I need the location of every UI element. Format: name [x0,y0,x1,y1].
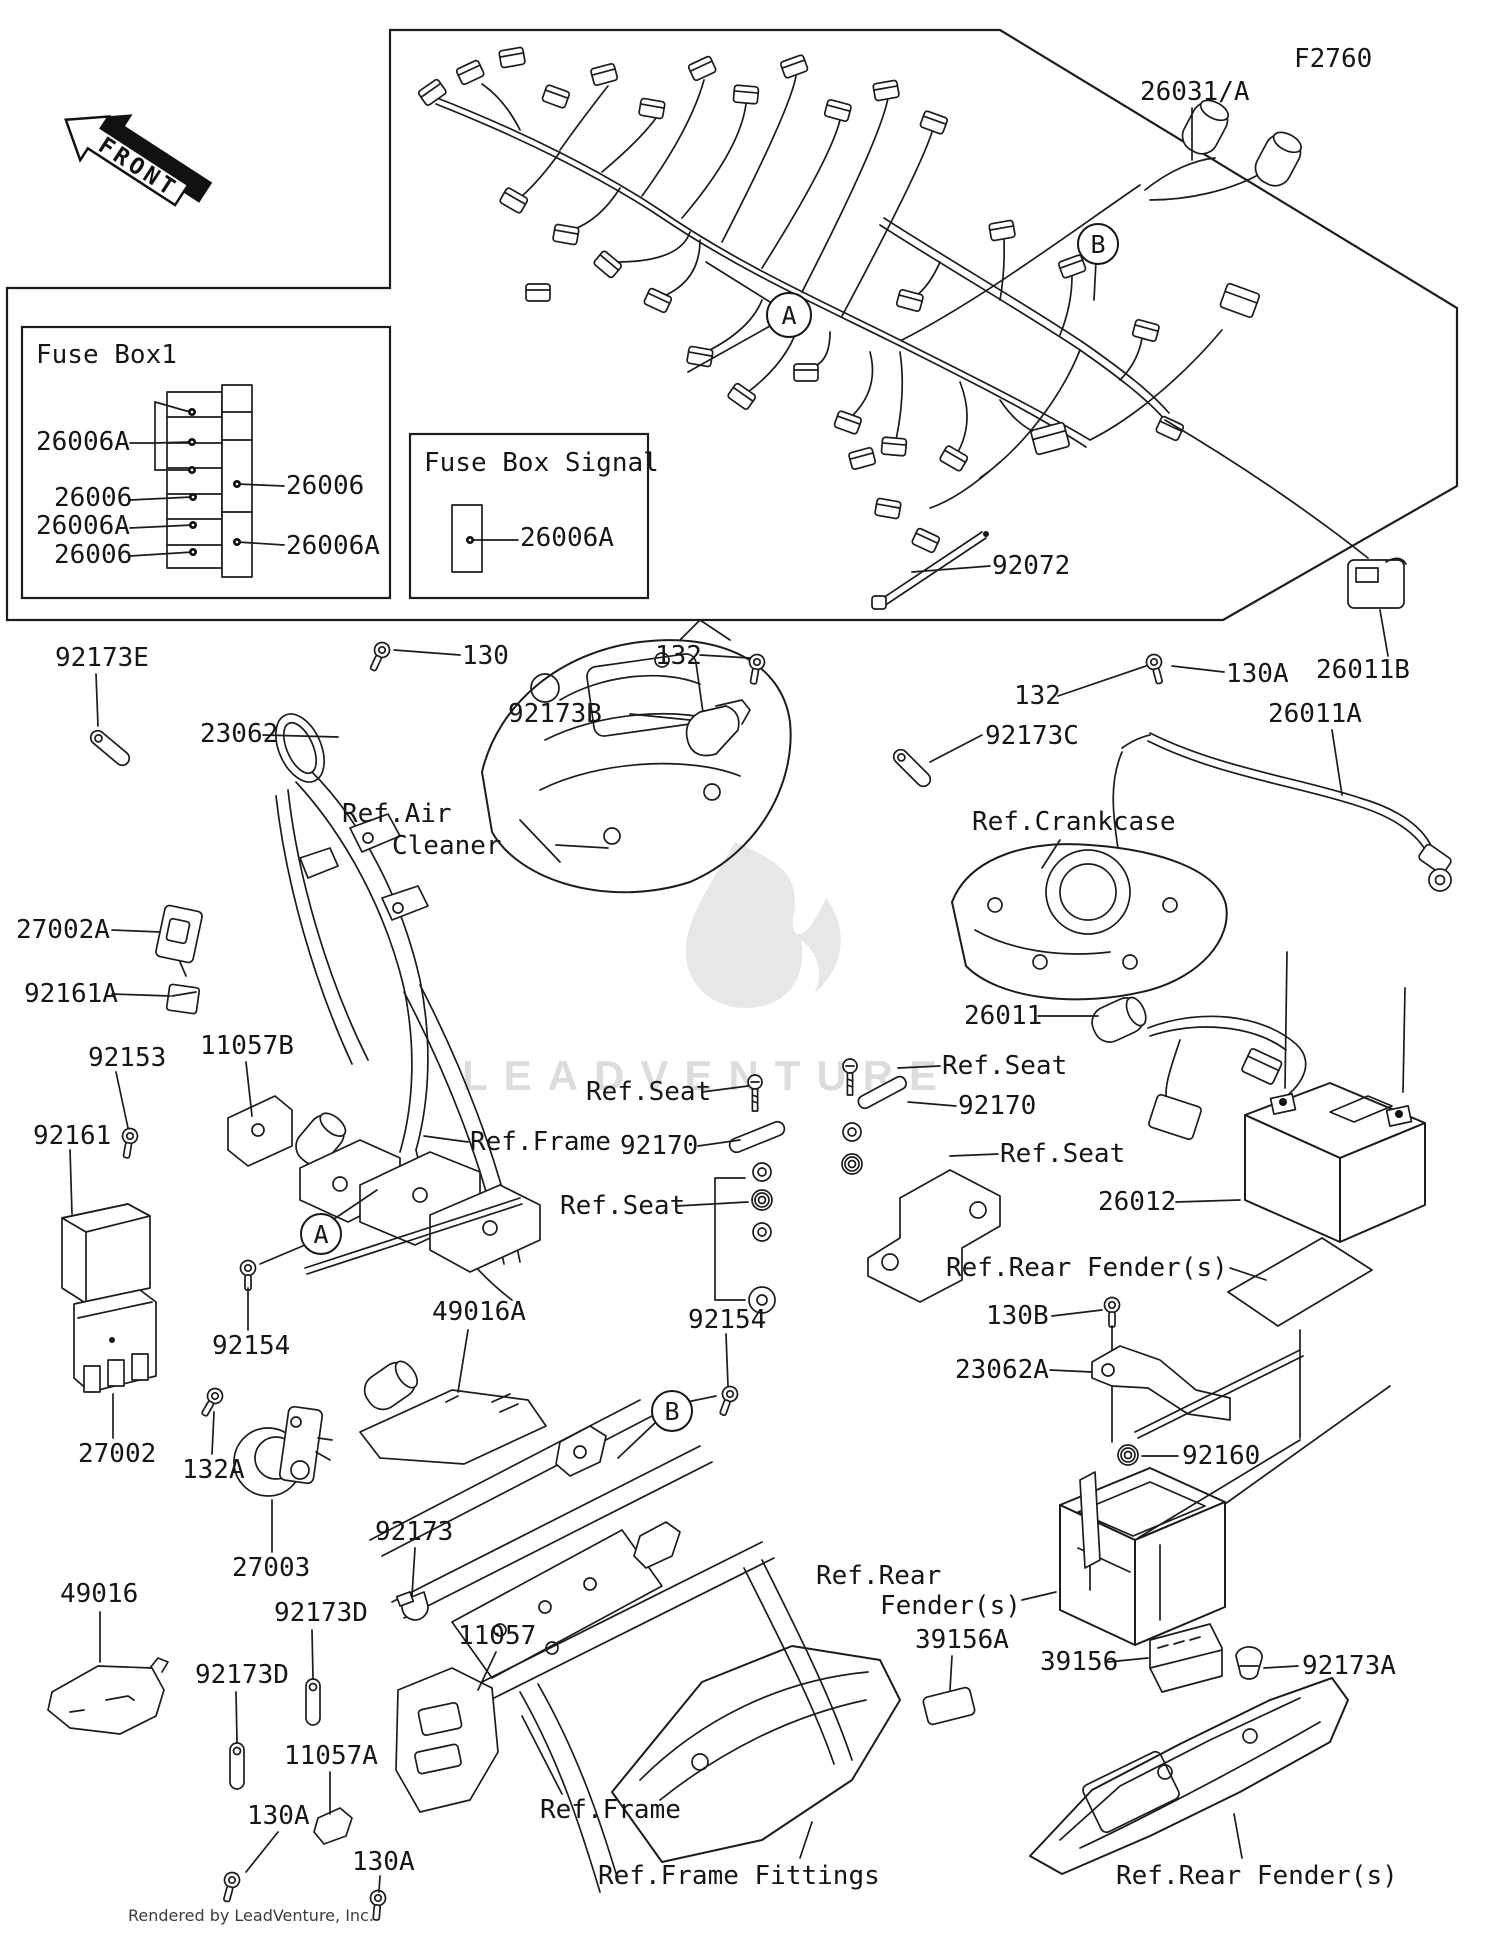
part-label-26011A: 26011A [1268,699,1362,729]
part-label-Ref-Frame: Ref.Frame [540,1795,681,1825]
part-label-26011B: 26011B [1316,655,1410,685]
part-label-26006A: 26006A [36,427,130,457]
part-label-92173E: 92173E [55,643,149,673]
fuse-box1-drawing [129,384,285,578]
fuse-box-signal-title: Fuse Box Signal [424,448,659,478]
crankcase-drawing [951,751,1228,1001]
part-label-23062A: 23062A [955,1355,1049,1385]
part-label-39156: 39156 [1040,1647,1119,1677]
stay-bracket-drawing [227,1095,541,1845]
part-label-92173C: 92173C [985,721,1079,751]
part-label-26011: 26011 [964,1001,1043,1031]
credit-line: Rendered by LeadVenture, Inc. [128,1906,374,1925]
straps-drawing [87,699,935,1790]
part-label-26012: 26012 [1098,1187,1177,1217]
ecu-drawing [61,904,203,1393]
part-label-11057B: 11057B [200,1031,294,1061]
fuse-box-signal-panel [408,432,650,600]
part-label-27002: 27002 [78,1439,157,1469]
part-label-26006A: 26006A [286,531,380,561]
part-label-27003: 27003 [232,1553,311,1583]
part-label-92170: 92170 [620,1131,699,1161]
part-label-Ref-Frame: Ref.Frame [470,1127,611,1157]
part-label-26006: 26006 [286,471,365,501]
part-label-Cleaner: Cleaner [392,831,502,861]
part-label-92161: 92161 [33,1121,112,1151]
battery-box-drawing [1059,1385,1391,1646]
part-label-92173D: 92173D [195,1660,289,1690]
part-label-132: 132 [655,641,702,671]
part-label-23062: 23062 [200,719,279,749]
part-label-Ref-Rear-Fender-s-: Ref.Rear Fender(s) [1116,1861,1398,1891]
part-label-92173A: 92173A [1302,1651,1396,1681]
battery-drawing [1227,951,1426,1439]
part-label-26006: 26006 [54,483,133,513]
part-label-92173: 92173 [375,1517,454,1547]
part-label-Fender-s-: Fender(s) [880,1591,1021,1621]
callout-circle-b: B [1077,223,1119,265]
covers-drawing [47,1389,547,1735]
leadventure-watermark: LEADVENTURE [462,1052,954,1099]
part-label-26031-A: 26031/A [1140,77,1250,107]
battery-cable-drawing [1121,732,1452,892]
part-label-92154: 92154 [212,1331,291,1361]
harness-panel-outline [5,28,1459,622]
part-label-26006: 26006 [54,540,133,570]
part-label-Ref-Crankcase: Ref.Crankcase [972,807,1176,837]
rear-bracket-drawing [1091,1296,1304,1466]
part-label-92173B: 92173B [508,699,602,729]
part-label-92173D: 92173D [274,1598,368,1628]
part-label-132A: 132A [182,1455,245,1485]
part-label-Ref-Seat: Ref.Seat [586,1077,712,1107]
part-label-92072: 92072 [992,551,1071,581]
part-label-130A: 130A [352,1847,415,1877]
part-label-92160: 92160 [1182,1441,1261,1471]
b-harness-drawing [847,217,1407,609]
frame-lower-drawing [357,1354,853,1893]
part-label-Ref-Frame-Fittings: Ref.Frame Fittings [598,1861,880,1891]
part-label-49016A: 49016A [432,1297,526,1327]
figure-code: F2760 [1294,44,1373,74]
part-label-130B: 130B [986,1301,1049,1331]
part-label-Ref-Rear: Ref.Rear [816,1561,942,1591]
part-label-130A: 130A [1226,659,1289,689]
part-label-39156A: 39156A [915,1625,1009,1655]
part-label-Ref-Seat: Ref.Seat [560,1191,686,1221]
part-label-92161A: 92161A [24,979,118,1009]
part-label-Ref-Seat: Ref.Seat [1000,1139,1126,1169]
ground-lead-drawing [1085,991,1307,1141]
part-label-130A: 130A [247,1801,310,1831]
part-label-132: 132 [1014,681,1061,711]
part-label-Ref-Rear-Fender-s-: Ref.Rear Fender(s) [946,1253,1228,1283]
part-label-49016: 49016 [60,1579,139,1609]
rear-fender-drawing [922,1623,1349,1875]
callout-circle-a: A [766,292,812,338]
part-label-11057A: 11057A [284,1741,378,1771]
fuse-box1-panel [20,325,392,600]
part-label-11057: 11057 [458,1621,537,1651]
leader-lines [69,107,1389,1893]
part-label-92153: 92153 [88,1043,167,1073]
part-label-26006A: 26006A [520,523,614,553]
callout-circle-a: A [300,1213,342,1255]
part-label-92154: 92154 [688,1305,767,1335]
part-label-26006A: 26006A [36,511,130,541]
seat-hardware-drawing [714,1058,1001,1314]
main-harness-drawing [416,46,1308,473]
fuse-box1-title: Fuse Box1 [36,340,177,370]
part-label-Ref-Seat: Ref.Seat [942,1051,1068,1081]
watermark-flame-icon [685,842,841,1008]
callout-circle-b: B [651,1390,693,1432]
fuse-box-signal-drawing [451,504,519,573]
part-label-Ref-Air: Ref.Air [342,799,452,829]
part-label-130: 130 [462,641,509,671]
part-label-27002A: 27002A [16,915,110,945]
horn-drawing [233,1405,333,1497]
part-label-92170: 92170 [958,1091,1037,1121]
cable-tie-drawing [871,531,989,610]
side-cover-drawing [611,1645,901,1863]
